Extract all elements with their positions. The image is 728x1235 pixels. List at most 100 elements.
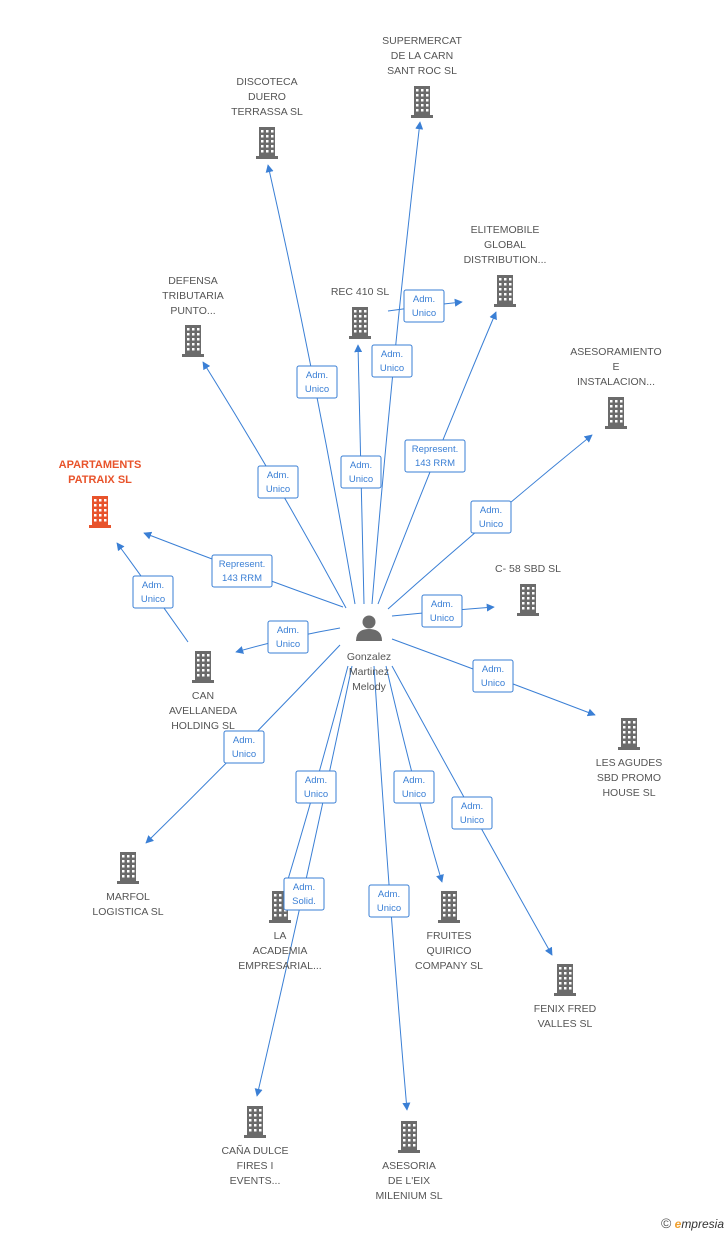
node-label: INSTALACION... bbox=[577, 376, 655, 388]
edge-label[interactable]: Adm.Unico bbox=[257, 465, 299, 499]
edge-label-text: 143 RRM bbox=[222, 573, 262, 584]
edge-label-box bbox=[421, 594, 463, 628]
edge-label[interactable]: Adm.Unico bbox=[472, 659, 514, 693]
footer-brand: © empresia bbox=[661, 1215, 724, 1231]
company-node-lesagudes[interactable]: LES AGUDES SBD PROMO HOUSE SL bbox=[596, 718, 663, 799]
building-icon bbox=[517, 584, 539, 616]
node-label: FRUITES bbox=[427, 930, 472, 942]
edge-label[interactable]: Adm.Unico bbox=[403, 289, 445, 323]
edge-label-text: Adm. bbox=[378, 889, 400, 900]
edge-label-text: Adm. bbox=[277, 625, 299, 636]
edge-label-text: Represent. bbox=[412, 444, 458, 455]
edge-label-text: Adm. bbox=[482, 664, 504, 675]
building-icon bbox=[554, 964, 576, 996]
node-label: DUERO bbox=[248, 91, 286, 103]
edge-label-text: Adm. bbox=[293, 882, 315, 893]
edge-label[interactable]: Adm.Unico bbox=[470, 500, 512, 534]
edge-label[interactable]: Adm.Unico bbox=[393, 770, 435, 804]
node-label: Melody bbox=[352, 681, 387, 693]
edge-label-box bbox=[132, 575, 174, 609]
building-icon bbox=[411, 86, 433, 118]
building-icon bbox=[89, 496, 111, 528]
edge-label[interactable]: Represent.143 RRM bbox=[404, 439, 466, 473]
edge-label-text: Unico bbox=[349, 474, 373, 485]
building-icon bbox=[438, 891, 460, 923]
node-label: C- 58 SBD SL bbox=[495, 563, 561, 575]
edge-label[interactable]: Adm.Unico bbox=[371, 344, 413, 378]
node-label: Gonzalez bbox=[347, 651, 391, 663]
edge-label[interactable]: Adm.Unico bbox=[295, 770, 337, 804]
edge-label[interactable]: Adm. Unico bbox=[340, 455, 382, 489]
edge-label-text: Adm. bbox=[461, 801, 483, 812]
node-label: LES AGUDES bbox=[596, 757, 663, 769]
edge-label-text: Unico bbox=[141, 594, 165, 605]
building-icon bbox=[398, 1121, 420, 1153]
edge-label-box bbox=[403, 289, 445, 323]
company-node-defensa[interactable]: DEFENSATRIBUTARIAPUNTO... bbox=[162, 275, 224, 357]
edge-label-text: Adm. bbox=[381, 349, 403, 360]
edge-label[interactable]: Adm.Unico bbox=[267, 620, 309, 654]
company-node-rec410[interactable]: REC 410 SL bbox=[331, 286, 390, 339]
company-node-academia[interactable]: LAACADEMIAEMPRESARIAL... bbox=[238, 891, 322, 972]
node-label: ASESORIA bbox=[382, 1160, 436, 1172]
edge-labels-layer: Adm.UnicoAdm.UnicoAdm.UnicoAdm.UnicoRepr… bbox=[132, 289, 514, 918]
edge-label-box bbox=[283, 877, 325, 911]
building-icon bbox=[605, 397, 627, 429]
building-icon bbox=[192, 651, 214, 683]
node-label: SUPERMERCAT bbox=[382, 35, 462, 47]
edge-label-box bbox=[470, 500, 512, 534]
edge-label[interactable]: Adm.Unico bbox=[132, 575, 174, 609]
edge-label[interactable]: Represent. 143 RRM bbox=[211, 554, 273, 588]
edge-label-text: Represent. bbox=[219, 559, 265, 570]
node-label: DISTRIBUTION... bbox=[464, 254, 547, 266]
edge-label-box bbox=[472, 659, 514, 693]
building-icon bbox=[494, 275, 516, 307]
node-label: HOUSE SL bbox=[602, 787, 655, 799]
edge-label-text: Unico bbox=[232, 749, 256, 760]
building-icon bbox=[117, 852, 139, 884]
node-label: DE LA CARN bbox=[391, 50, 453, 62]
edge-label-box bbox=[296, 365, 338, 399]
company-node-elitemobile[interactable]: ELITEMOBILEGLOBALDISTRIBUTION... bbox=[464, 224, 547, 307]
edge-label-text: Adm. bbox=[306, 370, 328, 381]
node-label: GLOBAL bbox=[484, 239, 526, 251]
node-label: TRIBUTARIA bbox=[162, 290, 224, 302]
node-label: ACADEMIA bbox=[253, 945, 308, 957]
building-icon bbox=[349, 307, 371, 339]
edge-label-text: Adm. bbox=[350, 460, 372, 471]
edge-label-box bbox=[368, 884, 410, 918]
edge-label[interactable]: Adm.Solid. bbox=[283, 877, 325, 911]
edge-label[interactable]: Adm.Unico bbox=[223, 730, 265, 764]
edge-label-box bbox=[223, 730, 265, 764]
node-label: E bbox=[612, 361, 619, 373]
edge-label-text: Unico bbox=[304, 789, 328, 800]
edge-label[interactable]: Adm.Unico bbox=[296, 365, 338, 399]
node-label: PATRAIX SL bbox=[68, 474, 132, 486]
company-node-c58[interactable]: C- 58 SBD SL bbox=[495, 563, 561, 616]
edge-label-text: Unico bbox=[377, 903, 401, 914]
edge-label[interactable]: Adm. Unico bbox=[368, 884, 410, 918]
company-node-asesoramiento[interactable]: ASESORAMIENTOEINSTALACION... bbox=[570, 346, 662, 429]
edge-label[interactable]: Adm.Unico bbox=[421, 594, 463, 628]
node-label: SBD PROMO bbox=[597, 772, 661, 784]
edge-label[interactable]: Adm.Unico bbox=[451, 796, 493, 830]
node-label: AVELLANEDA bbox=[169, 705, 237, 717]
edge-label-text: Adm. bbox=[431, 599, 453, 610]
node-label: Martinez bbox=[349, 666, 389, 678]
edge-label-box bbox=[295, 770, 337, 804]
node-label: HOLDING SL bbox=[171, 720, 235, 732]
edge-label-box bbox=[257, 465, 299, 499]
node-label: VALLES SL bbox=[538, 1018, 593, 1030]
